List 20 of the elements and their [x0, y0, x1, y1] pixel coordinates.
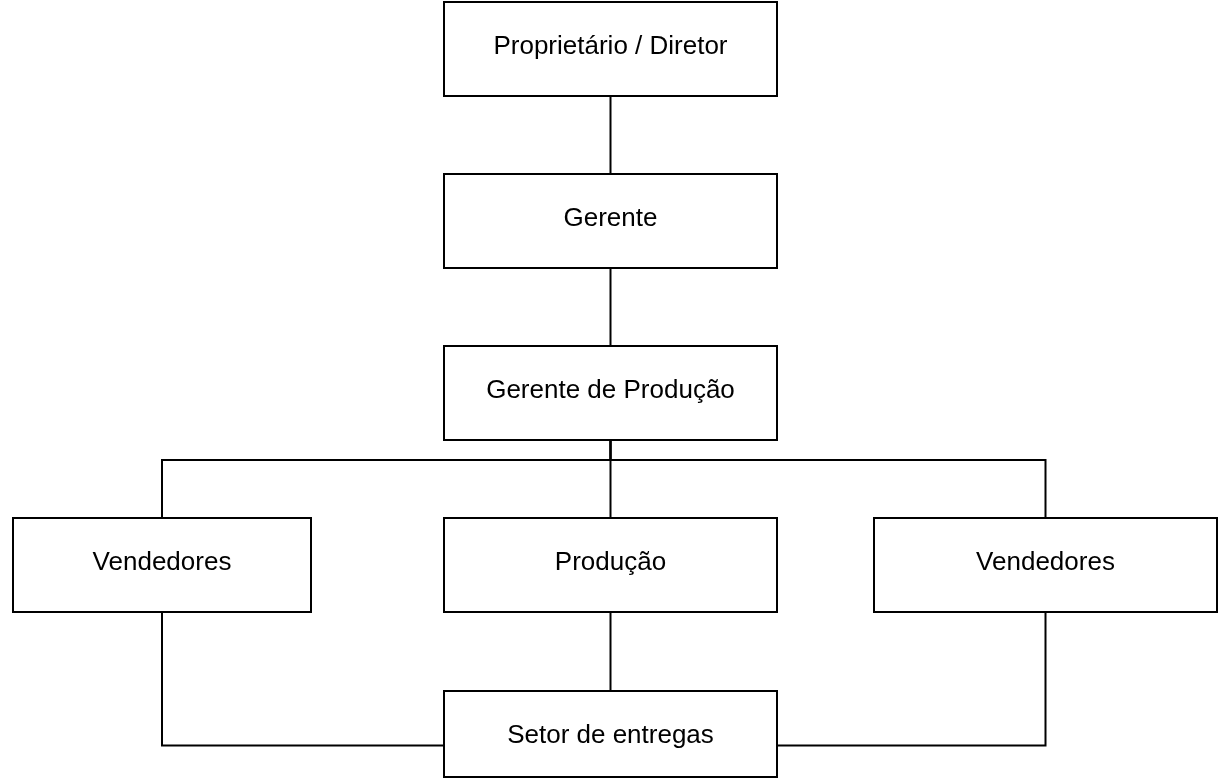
connector-line	[161, 612, 444, 747]
box-label: Vendedores	[976, 545, 1115, 577]
connector-line	[609, 612, 612, 691]
connector-line	[609, 268, 612, 346]
org-box	[443, 517, 778, 613]
org-box	[443, 345, 778, 441]
box-label: Gerente	[563, 201, 658, 233]
org-box	[873, 517, 1218, 613]
box-label: Vendedores	[92, 545, 232, 577]
box-label: Proprietário / Diretor	[493, 29, 728, 61]
box-label: Produção	[554, 545, 667, 577]
box-label: Setor de entregas	[507, 718, 714, 750]
box-label: Gerente de Produção	[486, 373, 735, 405]
org-box	[12, 517, 312, 613]
connector-line	[609, 440, 1047, 518]
connector-line	[609, 96, 612, 174]
org-box	[443, 1, 778, 97]
org-box	[443, 690, 778, 778]
connector-line	[777, 612, 1047, 747]
org-box	[443, 173, 778, 269]
